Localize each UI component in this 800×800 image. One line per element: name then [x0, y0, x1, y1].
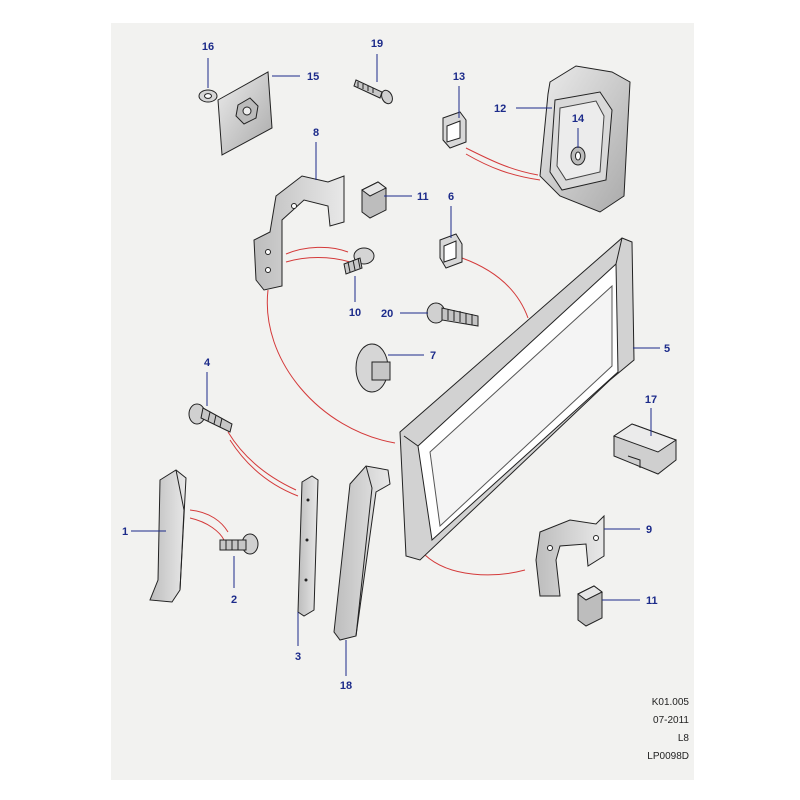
- callout-11-lower: 11: [646, 595, 658, 607]
- callout-16: 16: [202, 41, 214, 53]
- callout-15: 15: [307, 71, 319, 83]
- callout-12: 12: [494, 103, 506, 115]
- part-11-block-lower: [577, 585, 603, 627]
- part-9-bracket: [535, 514, 605, 597]
- callout-8: 8: [313, 127, 319, 139]
- callout-13: 13: [453, 71, 465, 83]
- callout-7: 7: [430, 350, 436, 362]
- callout-6: 6: [448, 191, 454, 203]
- callout-1: 1: [122, 526, 128, 538]
- callout-2: 2: [231, 594, 237, 606]
- callout-4: 4: [204, 357, 211, 369]
- callout-3: 3: [295, 651, 301, 663]
- reference-date: 07-2011: [653, 715, 689, 726]
- part-14-washer: [570, 146, 586, 166]
- part-17-block: [612, 423, 678, 475]
- part-4-screw: [188, 403, 233, 433]
- part-7-rivet: [355, 343, 391, 393]
- part-5-frame: [399, 237, 635, 561]
- part-10-screw: [343, 247, 375, 275]
- part-8-bracket: [253, 175, 345, 291]
- callout-18: 18: [340, 680, 352, 692]
- part-20-bolt: [426, 302, 479, 327]
- part-12-pad: [539, 65, 631, 213]
- callout-20: 20: [381, 308, 393, 320]
- reference-sheet: L8: [677, 733, 689, 744]
- part-1-channel: [149, 469, 187, 603]
- callout-19: 19: [371, 38, 383, 50]
- part-13-clip: [442, 111, 467, 149]
- connector-lines: [189, 147, 541, 576]
- part-6-clip: [439, 233, 463, 269]
- callout-17: 17: [645, 394, 657, 406]
- leader-lines: [131, 54, 660, 676]
- callout-14: 14: [572, 113, 585, 125]
- part-11-block: [361, 181, 387, 219]
- callout-9: 9: [646, 524, 652, 536]
- reference-code: K01.005: [651, 697, 689, 708]
- callout-10: 10: [349, 307, 361, 319]
- callout-labels: 16 15 19 13 12 14 8 11 6 10 20 5 7 4 17 …: [122, 38, 670, 692]
- part-3-strip: [297, 475, 319, 617]
- drawing-reference-block: K01.005 07-2011 L8 LP0098D: [609, 694, 689, 766]
- reference-drawing-number: LP0098D: [647, 751, 689, 762]
- part-19-screw: [353, 79, 393, 105]
- callout-11: 11: [417, 191, 429, 203]
- part-15-plate-nut: [217, 71, 273, 156]
- part-18-long-channel: [333, 465, 391, 641]
- part-2-screw: [219, 533, 259, 555]
- part-16-washer: [198, 89, 218, 103]
- callout-5: 5: [664, 343, 670, 355]
